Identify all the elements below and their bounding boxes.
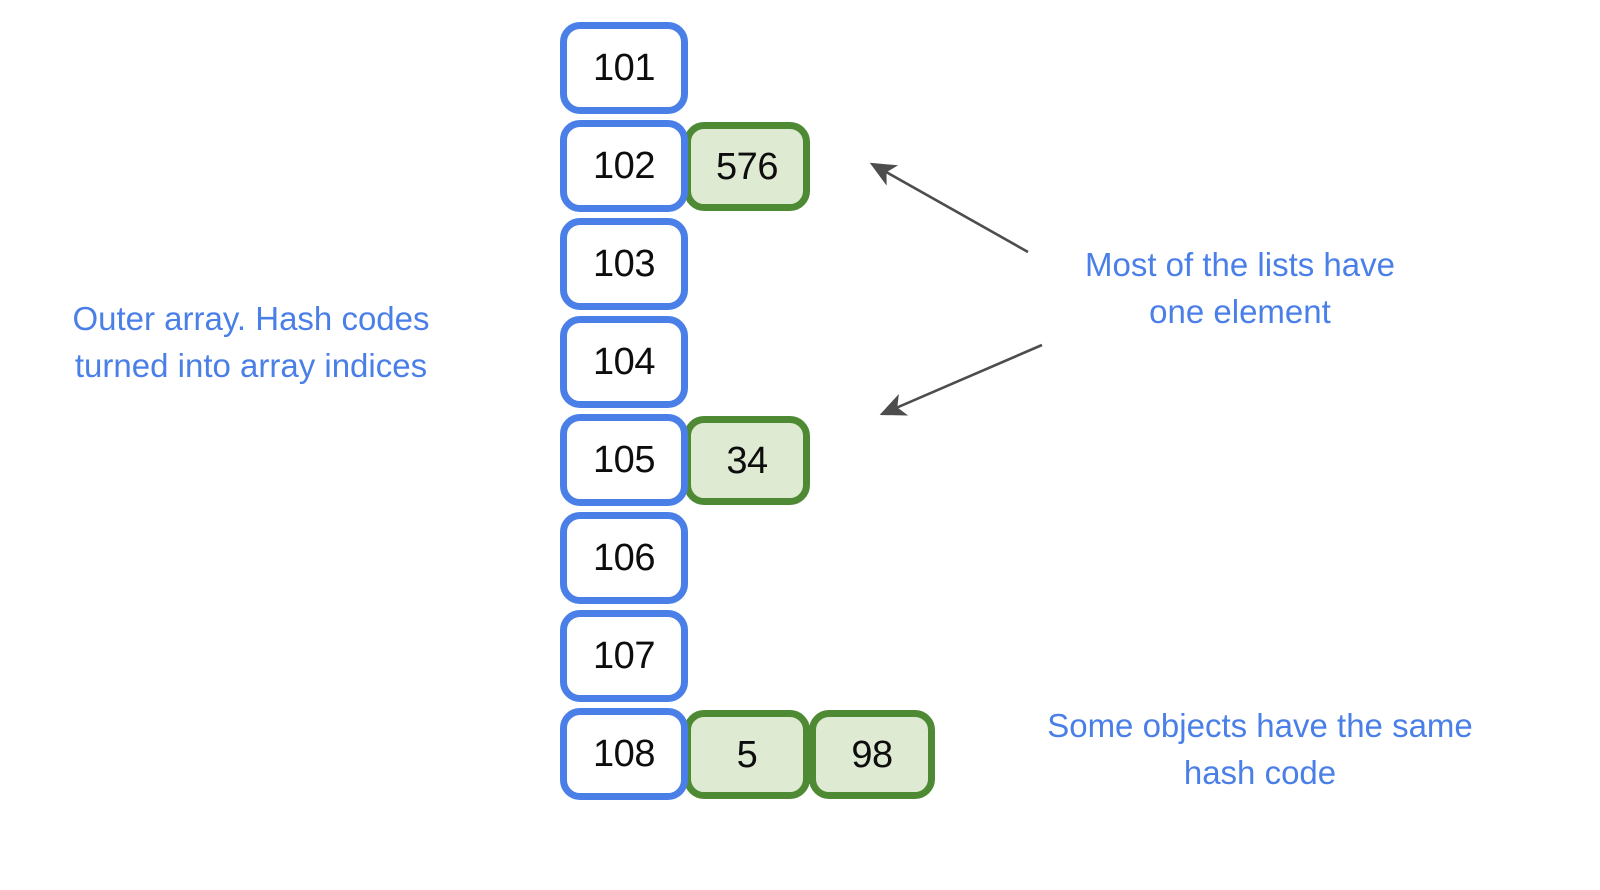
- list-node-label: 576: [716, 145, 778, 188]
- bucket-index-label: 105: [593, 439, 655, 481]
- bucket-index-label: 107: [593, 635, 655, 677]
- list-node-98[interactable]: 98: [809, 710, 935, 799]
- bucket-index-label: 108: [593, 733, 655, 775]
- bucket-cell-102[interactable]: 102: [560, 120, 688, 212]
- bucket-cell-108[interactable]: 108: [560, 708, 688, 800]
- bucket-index-label: 103: [593, 243, 655, 285]
- annotation-outer-array: Outer array. Hash codes turned into arra…: [72, 300, 430, 384]
- arrow-to-single-element-105: [879, 343, 1043, 416]
- list-node-576[interactable]: 576: [684, 122, 810, 211]
- bucket-cell-101[interactable]: 101: [560, 22, 688, 114]
- bucket-cell-106[interactable]: 106: [560, 512, 688, 604]
- annotation-most-lists: Most of the lists have one element: [1085, 246, 1395, 330]
- bucket-cell-105[interactable]: 105: [560, 414, 688, 506]
- bucket-index-label: 106: [593, 537, 655, 579]
- bucket-index-label: 101: [593, 47, 655, 89]
- list-node-label: 98: [851, 733, 893, 776]
- bucket-cell-103[interactable]: 103: [560, 218, 688, 310]
- list-node-label: 5: [736, 733, 758, 776]
- arrow-to-single-element-102: [869, 162, 1029, 254]
- bucket-index-label: 104: [593, 341, 655, 383]
- bucket-cell-104[interactable]: 104: [560, 316, 688, 408]
- list-node-label: 34: [726, 439, 768, 482]
- bucket-cell-107[interactable]: 107: [560, 610, 688, 702]
- list-node-34[interactable]: 34: [684, 416, 810, 505]
- annotation-same-hash: Some objects have the same hash code: [1047, 707, 1473, 791]
- bucket-index-label: 102: [593, 145, 655, 187]
- list-node-5[interactable]: 5: [684, 710, 810, 799]
